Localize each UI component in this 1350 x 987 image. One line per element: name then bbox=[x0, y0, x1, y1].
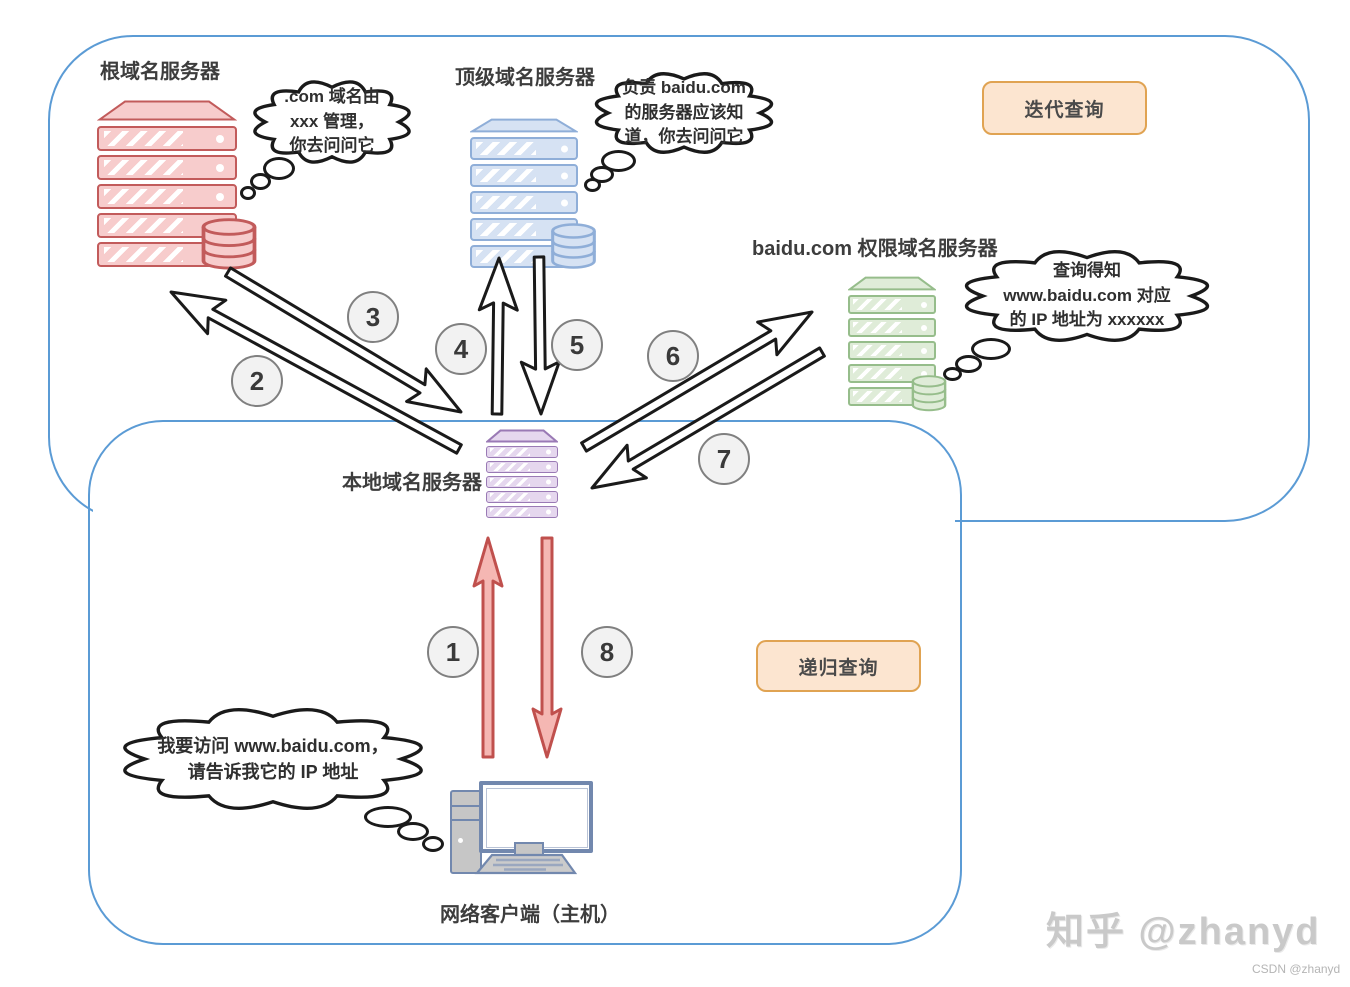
thought-tail-bubble bbox=[584, 178, 601, 192]
step-circle-4: 4 bbox=[435, 323, 487, 375]
root-thought-text: .com 域名由 xxx 管理， 你去问问它 bbox=[284, 87, 380, 156]
thought-tail-bubble bbox=[240, 186, 256, 200]
tower-slot bbox=[452, 805, 480, 807]
monitor-icon bbox=[479, 781, 593, 853]
server-top-icon bbox=[470, 118, 578, 133]
step-number: 8 bbox=[599, 636, 615, 667]
server-slab bbox=[486, 506, 558, 518]
server-slab bbox=[486, 476, 558, 488]
tower-slot bbox=[452, 819, 480, 821]
thought-tail-bubble bbox=[422, 836, 444, 852]
thought-tail-bubble bbox=[971, 338, 1011, 360]
server-slab bbox=[97, 155, 237, 180]
authoritative-dns-server-icon bbox=[848, 276, 947, 412]
recursive-query-label: 递归查询 bbox=[798, 657, 879, 679]
server-slab bbox=[470, 191, 578, 214]
server-slab bbox=[848, 341, 936, 360]
server-slab bbox=[848, 318, 936, 337]
authoritative-thought-text: 查询得知 www.baidu.com 对应 的 IP 地址为 xxxxxx bbox=[1003, 261, 1171, 330]
step-circle-8: 8 bbox=[581, 626, 633, 678]
thought-tail-bubble bbox=[364, 806, 412, 828]
recursive-query-tag: 递归查询 bbox=[756, 640, 921, 692]
recursive-query-region bbox=[88, 420, 962, 945]
step-number: 6 bbox=[665, 340, 681, 371]
step-circle-7: 7 bbox=[698, 433, 750, 485]
step-arrow-6 bbox=[580, 310, 814, 453]
computer-tower-icon bbox=[450, 790, 482, 874]
server-slab bbox=[470, 137, 578, 160]
server-slab bbox=[848, 295, 936, 314]
server-slab bbox=[486, 491, 558, 503]
root-dns-label: 根域名服务器 bbox=[100, 61, 220, 83]
watermark-zhihu: 知乎 @zhanyd bbox=[1046, 911, 1321, 953]
database-icon bbox=[551, 223, 596, 269]
server-slab bbox=[470, 164, 578, 187]
step-circle-2: 2 bbox=[231, 355, 283, 407]
thought-tail-bubble bbox=[955, 355, 982, 373]
step-circle-3: 3 bbox=[347, 291, 399, 343]
client-computer-icon bbox=[450, 781, 600, 881]
authoritative-dns-label: baidu.com 权限域名服务器 bbox=[752, 238, 998, 260]
step-number: 5 bbox=[569, 329, 585, 360]
local-dns-server-icon bbox=[486, 429, 558, 518]
server-top-icon bbox=[97, 99, 237, 122]
step-circle-6: 6 bbox=[647, 330, 699, 382]
server-slab bbox=[486, 461, 558, 473]
thought-tail-bubble bbox=[250, 173, 271, 190]
step-number: 3 bbox=[365, 301, 381, 332]
thought-tail-bubble bbox=[397, 822, 429, 841]
database-icon bbox=[201, 218, 257, 270]
step-circle-5: 5 bbox=[551, 319, 603, 371]
step-number: 2 bbox=[249, 365, 265, 396]
client-thought-text: 我要访问 www.baidu.com， 请告诉我它的 IP 地址 bbox=[157, 735, 389, 782]
tld-thought-text: 负责 baidu.com 的服务器应该知 道，你去问问它 bbox=[622, 78, 746, 147]
step-number: 1 bbox=[445, 636, 461, 667]
thought-tail-bubble bbox=[601, 150, 636, 172]
server-slab bbox=[97, 126, 237, 151]
step-arrow-3 bbox=[224, 266, 463, 414]
root-dns-server-icon bbox=[97, 99, 257, 270]
tld-thought-bubble: 负责 baidu.com 的服务器应该知 道，你去问问它 bbox=[583, 66, 785, 160]
root-thought-bubble: .com 域名由 xxx 管理， 你去问问它 bbox=[243, 74, 421, 170]
client-host-label: 网络客户端（主机） bbox=[440, 904, 620, 926]
database-icon bbox=[911, 375, 947, 412]
iterative-query-tag: 迭代查询 bbox=[982, 81, 1147, 135]
step-arrow-2 bbox=[169, 290, 463, 455]
step-circle-1: 1 bbox=[427, 626, 479, 678]
step-arrow-5 bbox=[519, 255, 561, 416]
step-arrow-7 bbox=[590, 346, 826, 490]
tower-led bbox=[458, 838, 463, 843]
authoritative-thought-bubble: 查询得知 www.baidu.com 对应 的 IP 地址为 xxxxxx bbox=[948, 243, 1226, 349]
local-dns-label: 本地域名服务器 bbox=[342, 472, 482, 494]
keyboard-icon bbox=[474, 853, 578, 875]
tld-dns-label: 顶级域名服务器 bbox=[455, 67, 595, 89]
iterative-query-label: 迭代查询 bbox=[1024, 99, 1105, 121]
step-arrow-4 bbox=[477, 256, 519, 416]
server-slab bbox=[470, 218, 578, 241]
step-arrow-1 bbox=[472, 536, 504, 759]
step-number: 7 bbox=[716, 443, 732, 474]
client-thought-bubble: 我要访问 www.baidu.com， 请告诉我它的 IP 地址 bbox=[102, 700, 444, 818]
server-slab bbox=[486, 446, 558, 458]
server-top-icon bbox=[848, 276, 936, 291]
step-arrow-8 bbox=[531, 536, 563, 759]
server-slab bbox=[97, 184, 237, 209]
server-top-icon bbox=[486, 429, 558, 443]
thought-tail-bubble bbox=[263, 157, 295, 180]
watermark-csdn: CSDN @zhanyd bbox=[1252, 962, 1341, 976]
step-number: 4 bbox=[453, 333, 469, 364]
thought-tail-bubble bbox=[943, 367, 962, 381]
